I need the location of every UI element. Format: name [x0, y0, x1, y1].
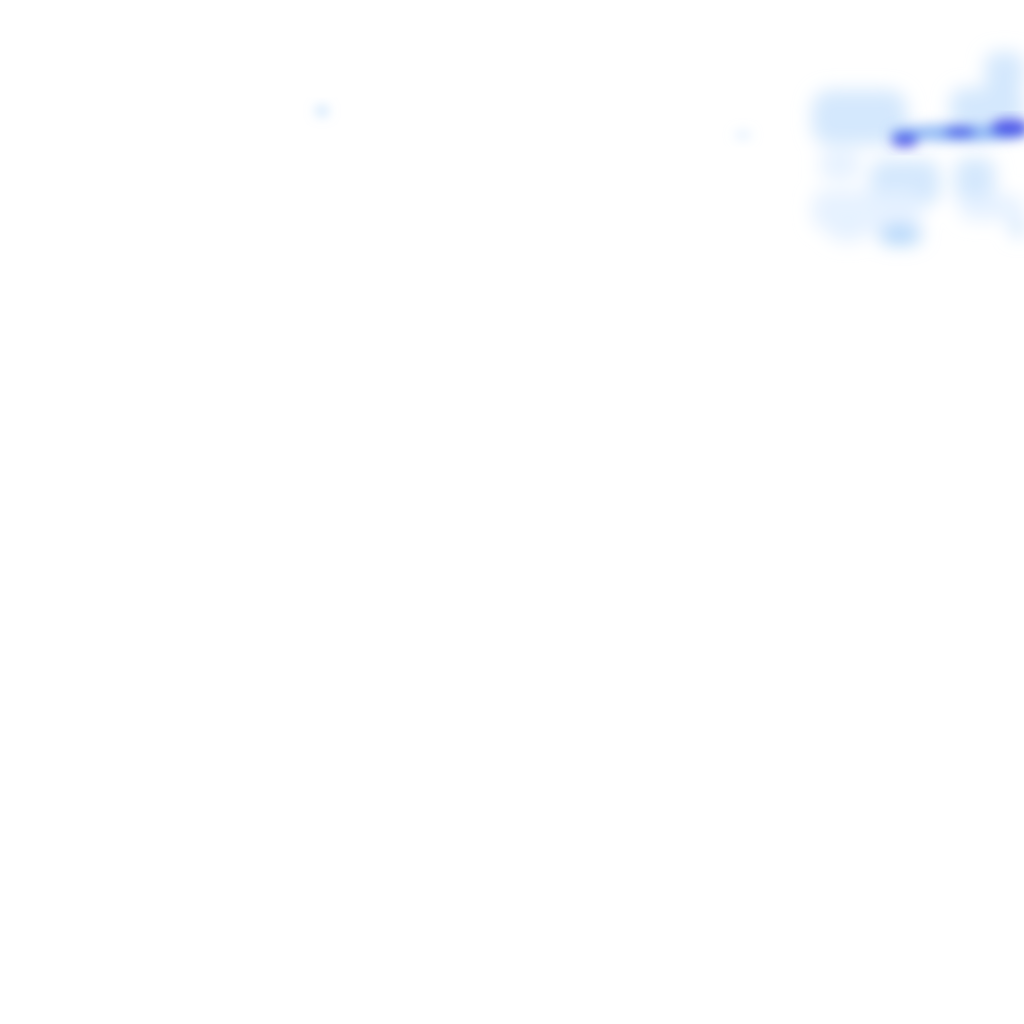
heat-cluster-top-right	[812, 52, 1024, 245]
heat-cell	[985, 52, 1024, 92]
heat-speck	[316, 107, 328, 115]
heat-streak	[890, 119, 1024, 147]
heat-cell	[878, 225, 922, 245]
heat-cell	[955, 158, 995, 203]
heat-core	[891, 133, 919, 147]
heat-cell	[950, 88, 1024, 128]
heat-core	[944, 127, 976, 137]
heat-speck	[735, 132, 751, 138]
heat-cell	[1010, 218, 1024, 238]
heat-core	[990, 119, 1024, 137]
heat-cell	[960, 195, 1024, 220]
heat-cell	[812, 90, 907, 145]
heat-cell	[812, 190, 922, 230]
heat-cell	[820, 150, 860, 180]
heat-speck-group	[316, 107, 751, 138]
heat-cell	[828, 222, 868, 242]
